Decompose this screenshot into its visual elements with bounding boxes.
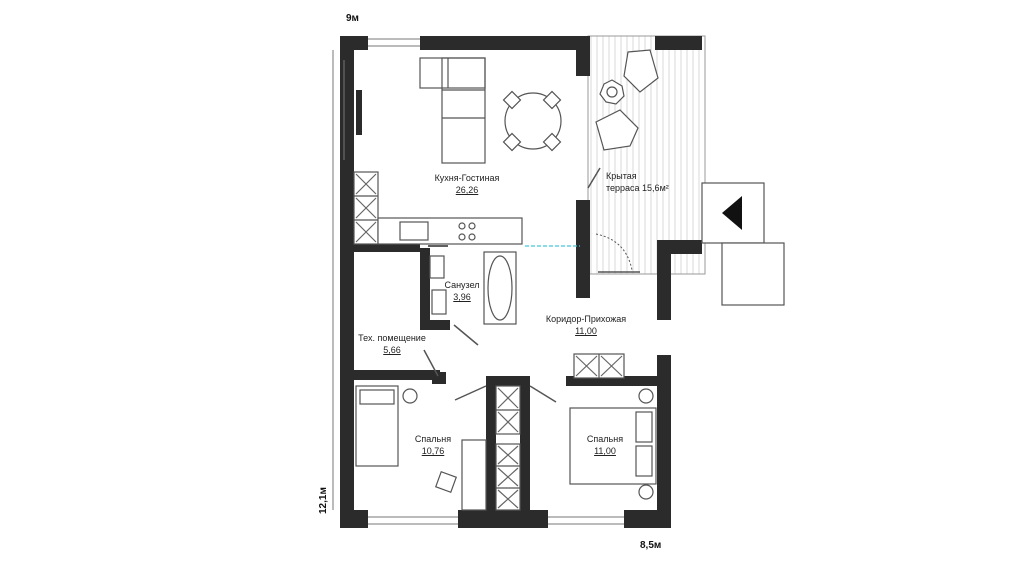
terrace-name-line2: терраса 15,6м² <box>606 183 669 193</box>
terrace-name-line1: Крытая <box>606 171 637 181</box>
dining-table <box>502 90 562 152</box>
corridor-name: Коридор-Прихожая <box>545 314 627 324</box>
left-bedroom-furniture <box>355 385 487 511</box>
corridor-area: 11,00 <box>575 326 597 336</box>
kitchen-living-name: Кухня-Гостиная <box>434 173 500 183</box>
left-dimension: 12,1м <box>318 487 329 514</box>
tech-room-label: Тех. помещение 5,66 <box>354 332 430 356</box>
bedroom-right-name: Спальня <box>586 434 624 444</box>
bedroom-right-label: Спальня 11,00 <box>578 433 632 457</box>
bedroom-left-area: 10,76 <box>421 446 445 456</box>
outer-walls <box>340 36 702 528</box>
entrance-marker <box>701 182 785 306</box>
bottom-dimension: 8,5м <box>640 540 662 551</box>
tech-room-area: 5,66 <box>383 345 401 355</box>
kitchen-living-area: 26,26 <box>455 185 479 195</box>
terrace-edge <box>655 36 702 50</box>
corridor-label: Коридор-Прихожая 11,00 <box>536 313 636 337</box>
terrace-label: Крытая терраса 15,6м² <box>606 170 686 194</box>
top-dimension: 9м <box>346 13 359 24</box>
sofa <box>419 57 486 164</box>
doors <box>423 167 640 403</box>
bedroom-left-name: Спальня <box>414 434 452 444</box>
bathroom-fixtures <box>428 245 517 325</box>
terrace-furniture <box>595 49 659 151</box>
windows <box>332 38 624 525</box>
bedroom-left-label: Спальня 10,76 <box>406 433 460 457</box>
corridor-storage <box>495 353 625 511</box>
tech-room-name: Тех. помещение <box>358 333 426 343</box>
bathroom-area: 3,96 <box>453 292 471 302</box>
entrance-arrow-icon <box>722 196 742 230</box>
bedroom-right-area: 11,00 <box>594 446 616 456</box>
right-bedroom-furniture <box>569 388 657 500</box>
bathroom-label: Санузел 3,96 <box>440 279 484 303</box>
bathroom-name: Санузел <box>444 280 480 290</box>
kitchen-counter <box>353 171 523 245</box>
kitchen-living-label: Кухня-Гостиная 26,26 <box>422 172 512 196</box>
